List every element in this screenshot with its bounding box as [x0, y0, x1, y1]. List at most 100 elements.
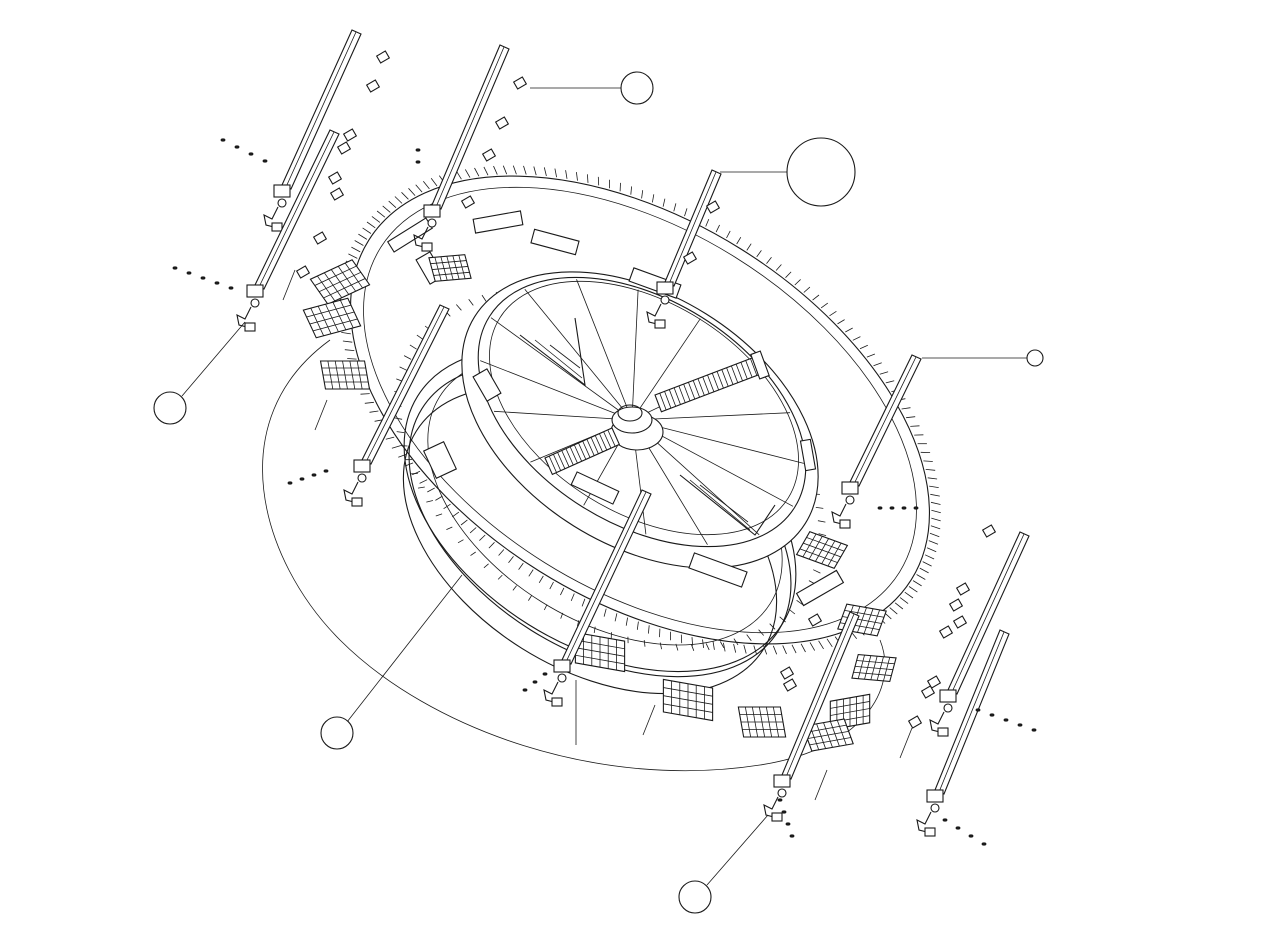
mast-base — [654, 319, 666, 329]
callout-left — [153, 321, 246, 425]
ring-tooth — [733, 643, 737, 653]
ring-tooth — [469, 527, 477, 534]
ring-tooth — [394, 196, 403, 204]
ring-tooth — [382, 205, 391, 213]
dot — [901, 506, 907, 510]
mast-base — [924, 827, 936, 837]
ring-tooth — [894, 602, 904, 610]
spoke — [524, 288, 633, 421]
dot — [913, 506, 919, 510]
platform-tooth — [426, 500, 433, 503]
dot-trails — [172, 138, 1037, 846]
ring-tooth — [928, 540, 939, 545]
platform-tooth — [818, 533, 827, 536]
ring-tooth — [366, 221, 376, 229]
platform-tooth — [690, 644, 695, 651]
platform-tooth — [733, 638, 739, 646]
ring-block — [472, 368, 502, 402]
ring-tooth — [398, 453, 407, 458]
tile — [938, 625, 954, 639]
dot — [522, 688, 528, 692]
ring-tooth — [376, 210, 386, 218]
ring-tooth — [926, 547, 937, 553]
platform-tooth — [528, 595, 532, 601]
ring-tooth — [422, 181, 430, 190]
ring-tooth — [924, 554, 935, 560]
ramp-upper — [519, 317, 586, 387]
platform-tooth — [577, 620, 580, 627]
dot — [1031, 728, 1037, 732]
solar-panel — [428, 254, 472, 282]
dot — [789, 834, 795, 838]
ring-tooth — [341, 332, 351, 335]
ring-tooth — [430, 178, 438, 187]
mast — [646, 169, 722, 329]
ring-tooth — [570, 593, 575, 602]
solar-panel — [662, 678, 714, 722]
masts — [236, 29, 1030, 837]
mast-base — [271, 222, 283, 232]
floating-tiles — [295, 50, 997, 729]
mast — [763, 611, 860, 822]
platform-tooth — [815, 507, 824, 509]
ring-tooth — [508, 556, 514, 563]
mast-base — [351, 497, 363, 507]
dot — [785, 822, 791, 826]
solar-panel — [737, 706, 787, 738]
ring-tooth — [493, 165, 498, 175]
solar-panel — [802, 718, 854, 752]
ring-tooth — [401, 192, 409, 200]
ring-tooth — [360, 393, 370, 395]
ring-tooth — [901, 407, 911, 410]
spoke — [576, 279, 633, 421]
ring-tooth — [705, 218, 710, 227]
mast-base — [771, 812, 783, 822]
ring-block — [570, 471, 620, 505]
dot — [968, 834, 974, 838]
callout-top-small — [530, 71, 654, 105]
ring-tooth — [344, 349, 355, 351]
ring-block — [688, 552, 748, 588]
ring-tooth — [342, 340, 353, 343]
mast-base — [421, 242, 433, 252]
dot — [220, 138, 226, 142]
tile — [481, 148, 497, 162]
platform-tooth — [758, 629, 765, 636]
ring-tooth — [351, 246, 361, 253]
ring-tooth — [859, 344, 868, 350]
ring-tooth — [930, 493, 940, 497]
ring-tooth — [533, 166, 537, 176]
ring-tooth — [415, 184, 423, 193]
ring-tooth — [648, 625, 650, 634]
ring-tooth — [715, 224, 720, 233]
platform-tooth — [705, 643, 710, 651]
ring-tooth — [753, 645, 757, 655]
callout-top-large — [720, 137, 856, 207]
dot — [415, 160, 421, 164]
dot — [942, 818, 948, 822]
ring-tooth — [885, 380, 895, 384]
ring-tooth — [845, 327, 853, 333]
ring-tooth — [916, 574, 926, 580]
solar-panel — [309, 259, 371, 305]
tile — [512, 76, 528, 90]
ring-tooth — [662, 198, 666, 207]
ring-tooth — [419, 479, 428, 484]
ring-block — [530, 228, 580, 256]
mast — [929, 531, 1030, 737]
tile — [329, 187, 345, 201]
ring-tooth — [736, 236, 742, 245]
mast-base — [839, 519, 851, 529]
ring-tooth — [464, 169, 471, 178]
ring-block — [795, 569, 845, 607]
ring-tooth — [923, 460, 933, 462]
mast-base — [551, 697, 563, 707]
ring-tooth — [435, 495, 443, 501]
dot — [1003, 718, 1009, 722]
ring-tooth — [456, 170, 462, 180]
ring-tooth — [427, 487, 435, 493]
ring-tooth — [829, 310, 837, 317]
bridges — [544, 354, 768, 476]
tile — [327, 171, 343, 185]
